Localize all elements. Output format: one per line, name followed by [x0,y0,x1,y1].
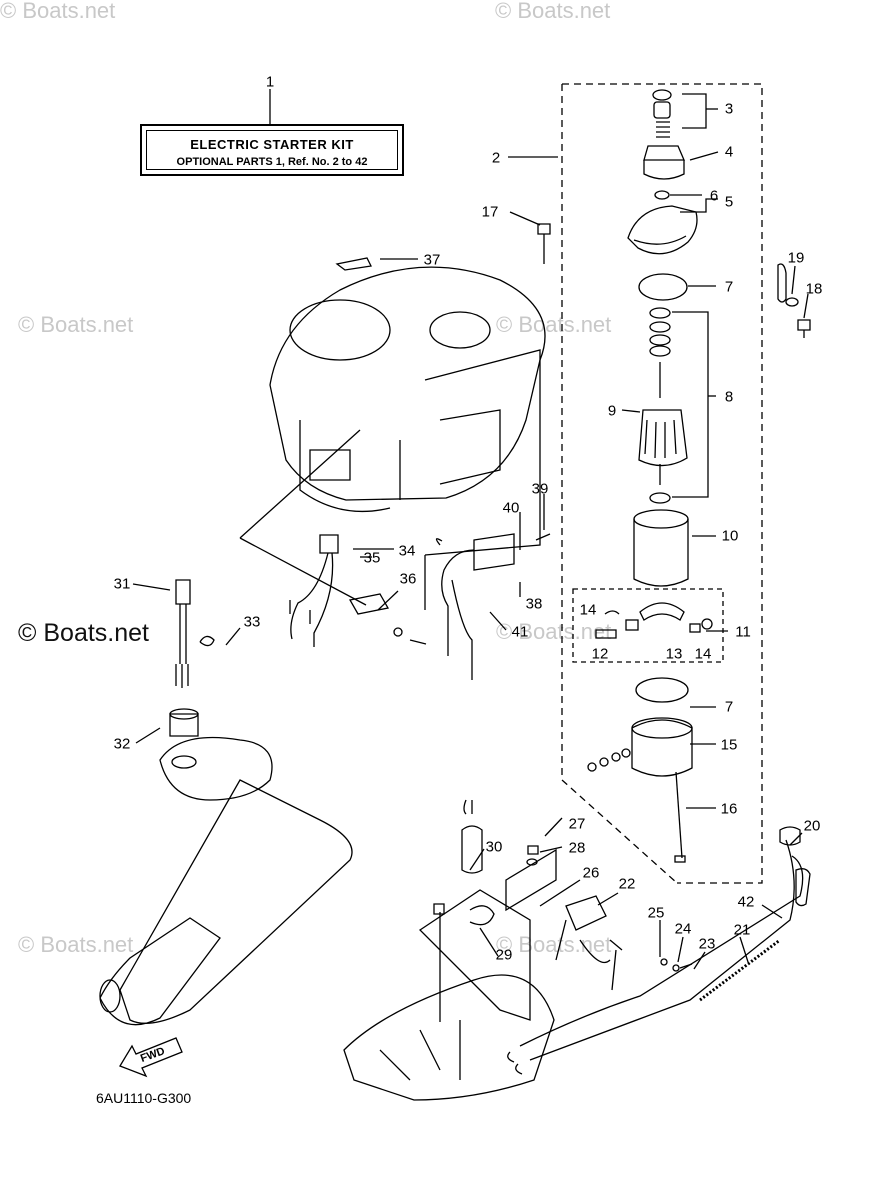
callout-17: 17 [481,203,499,221]
callout-27: 27 [568,815,586,833]
callout-33: 33 [243,613,261,631]
watermark: © Boats.net [18,932,134,957]
relay-harness [289,533,515,680]
callout-10: 10 [721,527,739,545]
callout-38: 38 [525,595,543,613]
watermark: © Boats.net [495,0,611,23]
callout-23: 23 [698,935,716,953]
engine-block [239,257,546,610]
callout-3: 3 [724,100,734,118]
starter-assembly-outline [562,83,763,884]
callout-37: 37 [423,251,441,269]
callout-21: 21 [733,921,751,939]
fwd-arrow [119,1037,183,1078]
watermark-prominent: © Boats.net [18,619,149,647]
callout-42: 42 [737,893,755,911]
callout-7a: 7 [724,278,734,296]
callout-4: 4 [724,143,734,161]
callout-2: 2 [491,149,501,167]
cable-wrap [699,938,781,1002]
callout-34: 34 [398,542,416,560]
callout-28: 28 [568,839,586,857]
callout-14b: 14 [694,645,712,663]
callout-40: 40 [502,499,520,517]
watermark: © Boats.net [0,0,116,23]
brush-holder-parts [595,602,713,639]
callout-39: 39 [531,480,549,498]
callout-16: 16 [720,800,738,818]
callout-19: 19 [787,249,805,267]
callout-22: 22 [618,875,636,893]
callout-36: 36 [399,570,417,588]
callout-32: 32 [113,735,131,753]
callout-25: 25 [647,904,665,922]
kit-label-box: ELECTRIC STARTER KIT OPTIONAL PARTS 1, R… [140,124,404,176]
brush-holder-outline [572,588,724,663]
callout-5: 5 [724,193,734,211]
callout-15: 15 [720,736,738,754]
callout-30: 30 [485,838,503,856]
starter-motor-parts [587,89,698,863]
watermark: © Boats.net [496,932,612,957]
kit-subtitle: OPTIONAL PARTS 1, Ref. No. 2 to 42 [176,156,368,168]
watermark: © Boats.net [496,312,612,337]
callout-6: 6 [709,187,719,205]
callout-11: 11 [735,623,751,641]
tiller-handle [99,579,353,1026]
callout-35: 35 [363,549,381,567]
callout-18: 18 [805,280,823,298]
callout-13: 13 [665,645,683,663]
callout-20: 20 [803,817,821,835]
callout-7b: 7 [724,698,734,716]
callout-12: 12 [591,645,609,663]
diagram-code: 6AU1110-G300 [96,1090,192,1106]
fwd-label: FWD [139,1045,167,1065]
callout-31: 31 [113,575,131,593]
callout-26: 26 [582,864,600,882]
fasteners [393,223,811,972]
watermark: © Boats.net [18,312,134,337]
bottom-cowl [343,799,811,1101]
kit-title: ELECTRIC STARTER KIT [190,137,354,152]
callout-9: 9 [607,402,617,420]
callout-41: 41 [511,623,529,641]
callout-8: 8 [724,388,734,406]
callout-1: 1 [265,73,275,91]
callout-14a: 14 [579,601,597,619]
watermark: © Boats.net [496,619,612,644]
callout-24: 24 [674,920,692,938]
callout-29: 29 [495,946,513,964]
